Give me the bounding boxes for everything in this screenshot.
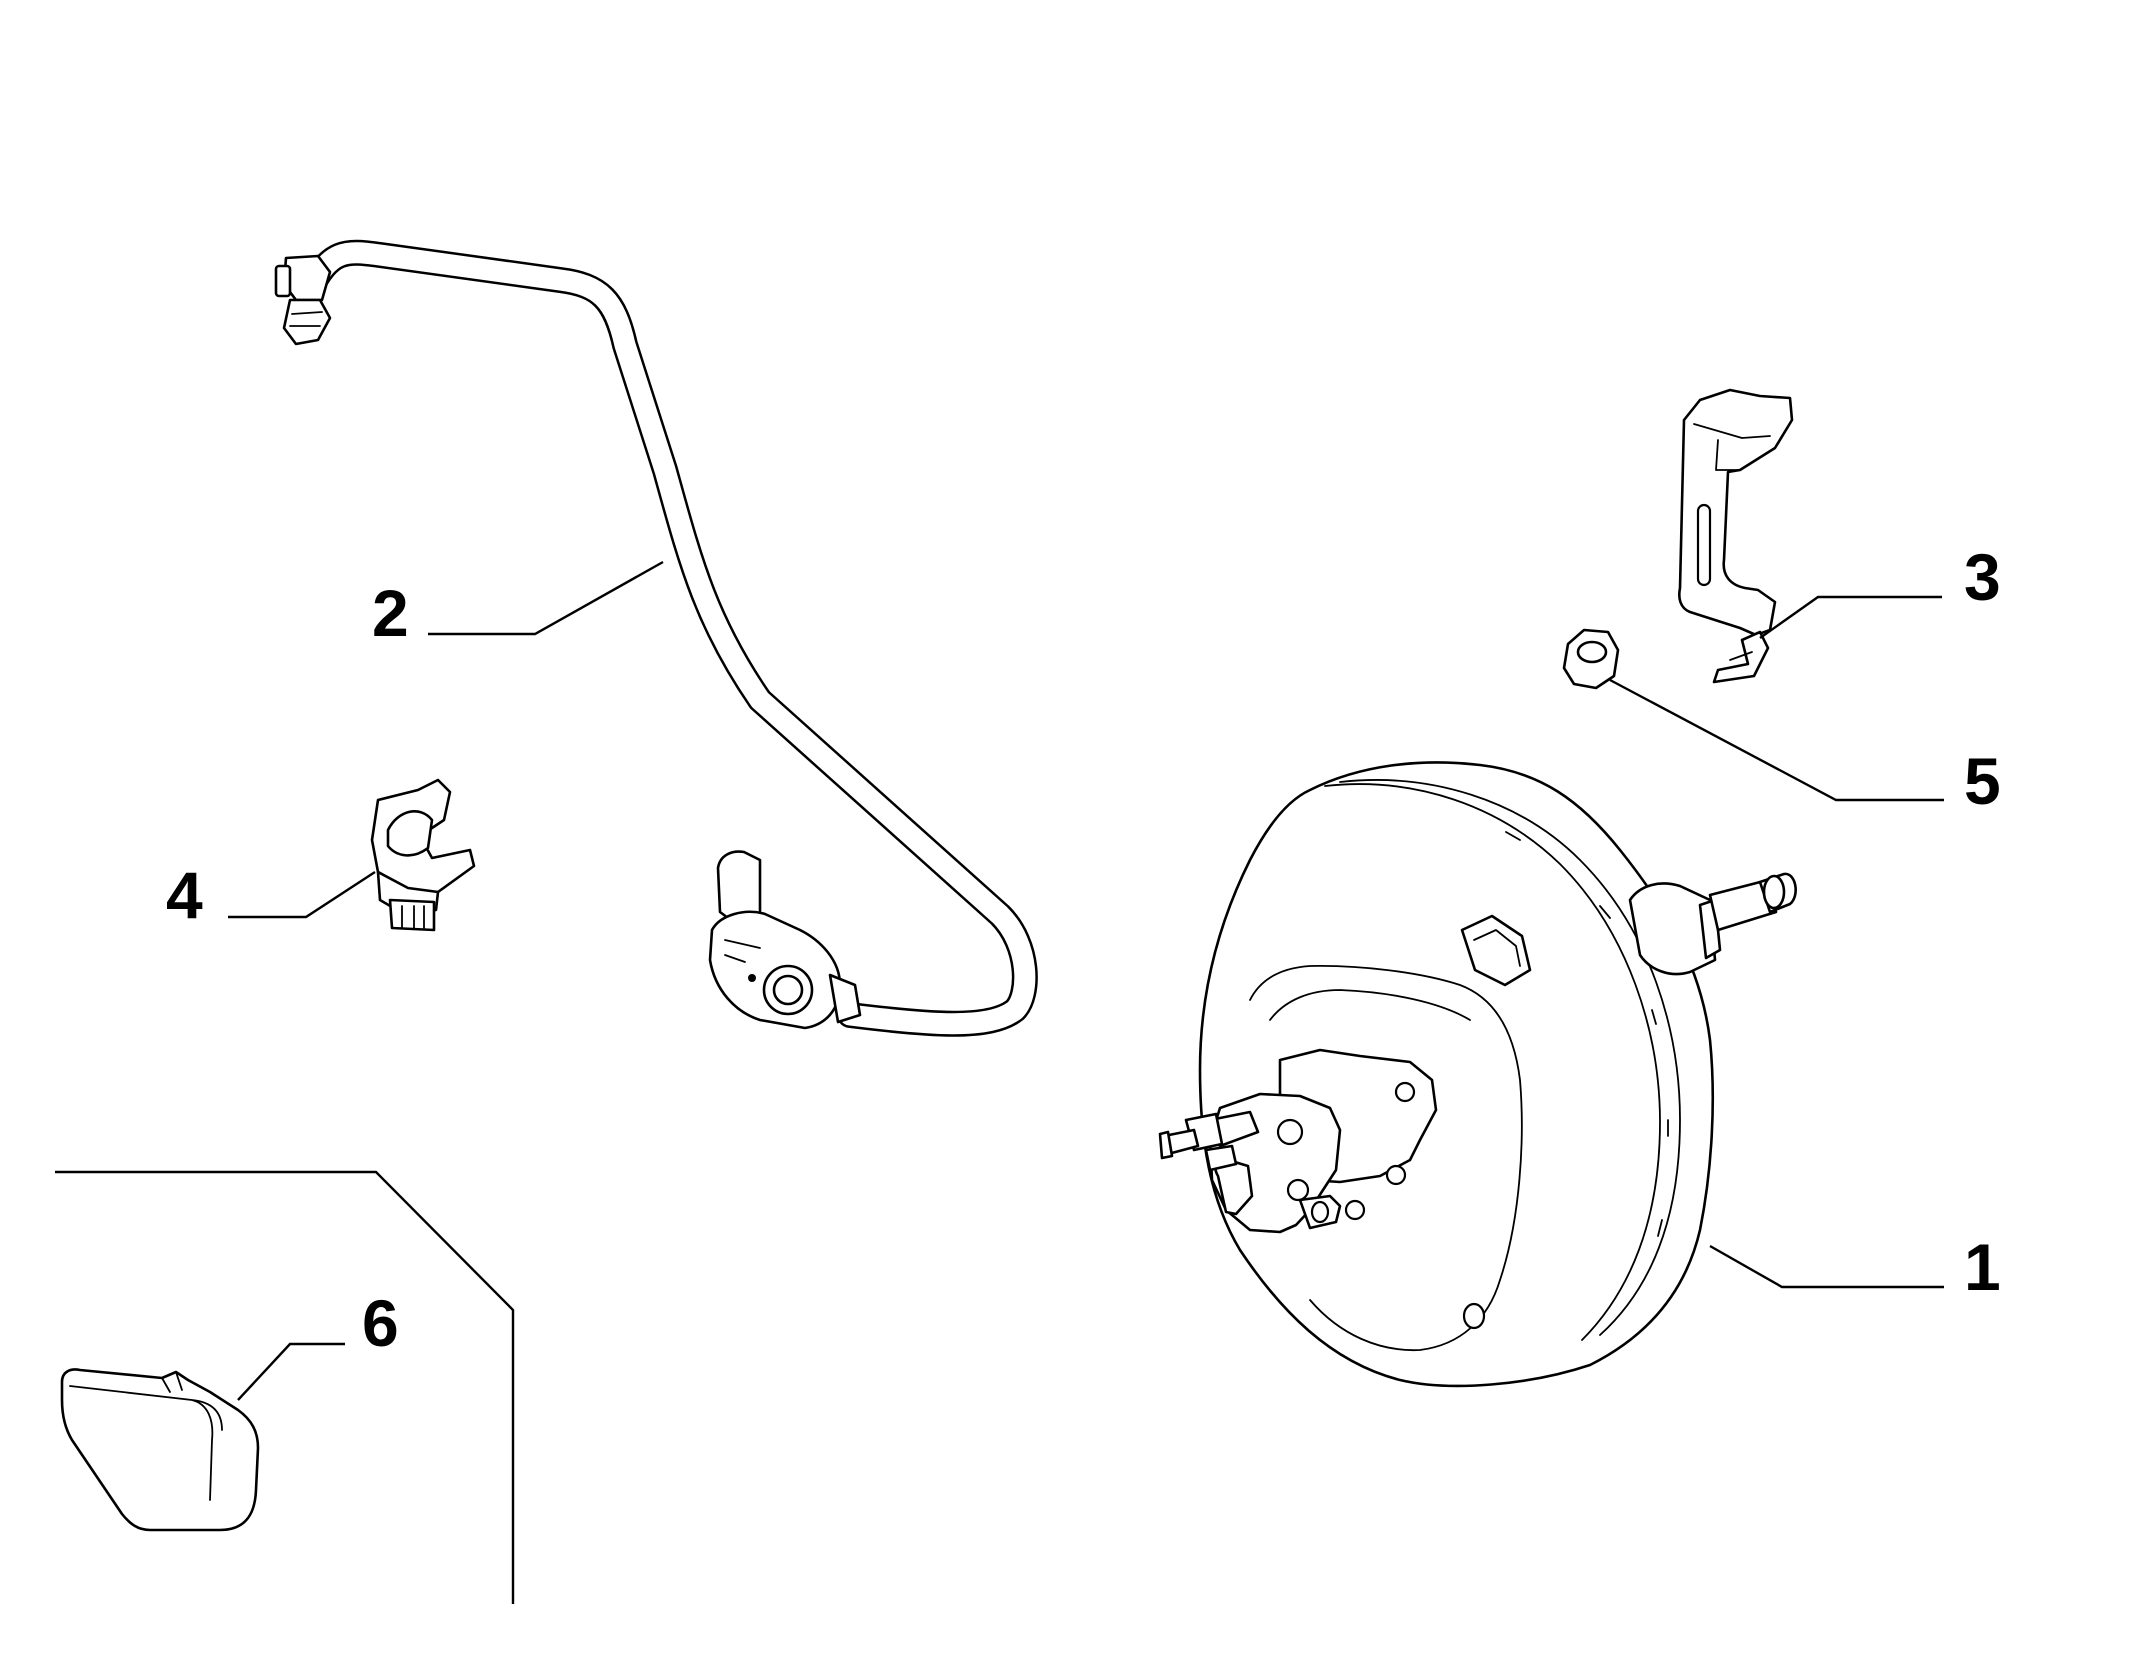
callout-labels: 1 2 3 4 5 6 — [166, 540, 2001, 1360]
brake-booster-part-1 — [1158, 761, 1797, 1388]
bracket-part-3 — [1678, 388, 1794, 684]
leader-line-6 — [237, 1342, 345, 1401]
callout-3: 3 — [1964, 540, 2001, 614]
leader-line-5 — [1609, 678, 1944, 802]
callout-1: 1 — [1964, 1230, 2001, 1304]
leader-line-1 — [1709, 1244, 1944, 1289]
hose-end-connector-top — [274, 254, 332, 346]
leader-line-3 — [1759, 595, 1942, 639]
callout-2: 2 — [372, 576, 409, 650]
hose-check-valve — [708, 850, 862, 1030]
leader-line-2 — [428, 560, 664, 636]
leader-lines — [228, 560, 1944, 1401]
hose-clip-part-4 — [370, 778, 476, 932]
callout-6: 6 — [362, 1286, 399, 1360]
group-boundary-line — [55, 1170, 515, 1604]
nut-part-5 — [1562, 628, 1620, 690]
leader-line-4 — [228, 870, 376, 919]
vacuum-hose-part-2 — [274, 239, 1038, 1037]
cover-cap-part-6 — [60, 1368, 260, 1532]
callout-5: 5 — [1964, 744, 2001, 818]
callout-4: 4 — [166, 858, 203, 932]
